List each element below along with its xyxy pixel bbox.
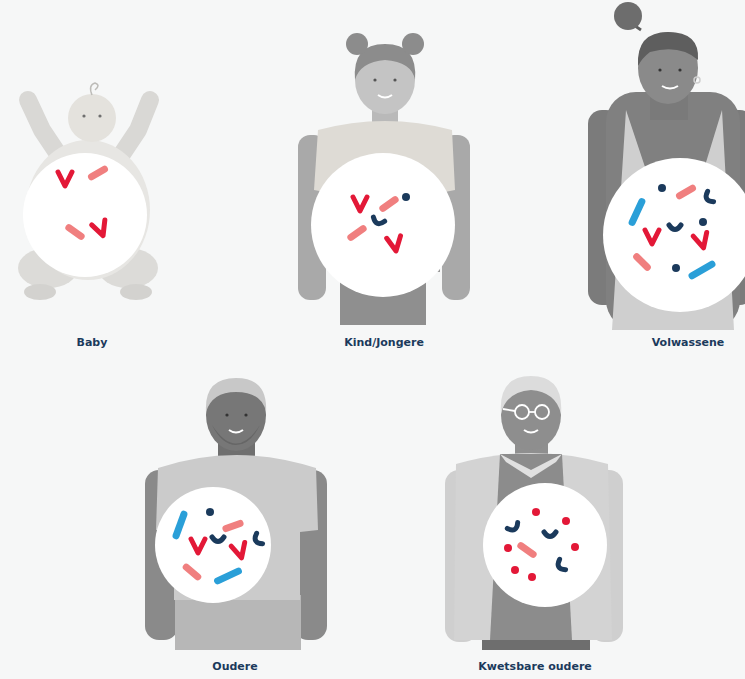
child-figure-part <box>393 78 396 81</box>
frail-older-adult-figure-part <box>500 454 562 478</box>
frail-older-adult-figure-part <box>529 411 535 413</box>
frail-older-adult-bacteria-part <box>532 508 540 516</box>
adult-bacteria <box>627 183 716 280</box>
child-bacteria-part <box>346 224 368 242</box>
baby-bacteria-part <box>58 172 72 186</box>
child-figure-part <box>311 153 455 297</box>
baby-bacteria-part <box>92 220 110 238</box>
older-adult-figure-part <box>206 379 266 451</box>
older-adult-bacteria-part <box>191 539 205 553</box>
older-adult-figure-part <box>155 487 271 603</box>
older-adult-bacteria-part <box>231 542 248 559</box>
older-adult-figure-part <box>244 413 247 416</box>
frail-older-adult-bacteria-part <box>528 573 536 581</box>
child-figure-part <box>402 33 424 55</box>
adult-figure-part <box>694 77 700 83</box>
adult-bacteria-part <box>632 252 653 273</box>
frail-older-adult-figure <box>445 376 623 650</box>
baby-figure-part <box>98 114 101 117</box>
adult-figure-part <box>638 32 698 104</box>
baby-figure-part <box>120 284 152 300</box>
frail-older-adult-bacteria <box>504 508 579 581</box>
frail-older-adult-figure-part <box>535 405 549 419</box>
adult-bacteria-part <box>704 191 714 204</box>
baby-bacteria <box>58 164 110 241</box>
older-adult-bacteria-part <box>181 562 202 582</box>
child-bacteria <box>346 193 410 252</box>
older-adult-figure-part <box>206 378 266 412</box>
frail-older-adult-figure-part <box>503 409 515 411</box>
older-adult-figure <box>145 378 327 650</box>
adult-bacteria-part <box>693 232 710 249</box>
frail-older-adult-figure-part <box>524 430 538 433</box>
child-bacteria-part <box>378 195 400 213</box>
baby-bacteria-part <box>64 223 86 241</box>
adult-figure-part <box>662 86 678 89</box>
baby-figure-part <box>82 114 85 117</box>
age-group-label: Kwetsbare oudere <box>478 660 592 673</box>
adult-bacteria-part <box>699 218 707 226</box>
baby-figure-part <box>24 284 56 300</box>
adult-figure-part <box>678 68 681 71</box>
child-figure <box>298 33 470 325</box>
adult-bacteria-part <box>687 259 716 280</box>
baby-figure-part <box>23 153 147 277</box>
frail-older-adult-bacteria-part <box>571 543 579 551</box>
age-group-label: Baby <box>77 336 108 349</box>
frail-older-adult-figure-part <box>483 483 607 607</box>
older-adult-figure-part <box>225 413 228 416</box>
adult-bacteria-part <box>658 184 666 192</box>
baby-figure-part <box>68 94 116 142</box>
adult-bacteria-part <box>675 183 698 200</box>
frail-older-adult-figure-part <box>515 405 529 419</box>
child-figure-part <box>346 33 368 55</box>
age-group-label: Kind/Jongere <box>344 336 424 349</box>
frail-older-adult-figure-part <box>501 376 562 414</box>
baby-bacteria-part <box>87 164 110 181</box>
older-adult-figure-part <box>175 595 301 650</box>
child-bacteria-part <box>353 197 367 211</box>
child-figure-part <box>378 95 392 98</box>
baby-figure-part <box>91 83 98 95</box>
older-adult-figure-part <box>229 430 243 433</box>
older-adult-bacteria <box>172 508 263 586</box>
adult-figure-part <box>658 68 661 71</box>
adult-bacteria-part <box>645 230 659 244</box>
child-figure-part <box>373 78 376 81</box>
frail-older-adult-bacteria-part <box>562 517 570 525</box>
frail-older-adult-figure-part <box>454 453 612 640</box>
child-bacteria-part <box>372 217 385 225</box>
older-adult-bacteria-part <box>212 537 224 542</box>
adult-bacteria-part <box>669 225 681 230</box>
older-adult-bacteria-part <box>172 510 189 541</box>
frail-older-adult-bacteria-part <box>544 532 556 537</box>
adult-figure <box>588 2 745 330</box>
baby-figure <box>18 83 158 300</box>
age-group-label: Volwassene <box>652 336 725 349</box>
baby-figure-part <box>118 100 150 160</box>
adult-figure-part <box>603 158 745 312</box>
older-adult-bacteria-part <box>221 519 244 533</box>
older-adult-bacteria-part <box>206 508 214 516</box>
older-adult-figure-part <box>212 425 260 445</box>
adult-figure-part <box>614 2 642 30</box>
frail-older-adult-bacteria-part <box>511 566 519 574</box>
child-bacteria-part <box>387 236 403 252</box>
frail-older-adult-bacteria-part <box>556 559 566 572</box>
adult-bacteria-part <box>672 264 680 272</box>
frail-older-adult-bacteria-part <box>516 541 538 559</box>
older-adult-bacteria-part <box>253 533 263 546</box>
frail-older-adult-bacteria-part <box>507 522 520 532</box>
age-group-label: Oudere <box>212 660 257 673</box>
child-bacteria-part <box>402 193 410 201</box>
frail-older-adult-bacteria-part <box>504 544 512 552</box>
adult-bacteria-part <box>627 197 646 227</box>
adult-figure-part <box>638 32 698 66</box>
older-adult-bacteria-part <box>213 566 243 585</box>
